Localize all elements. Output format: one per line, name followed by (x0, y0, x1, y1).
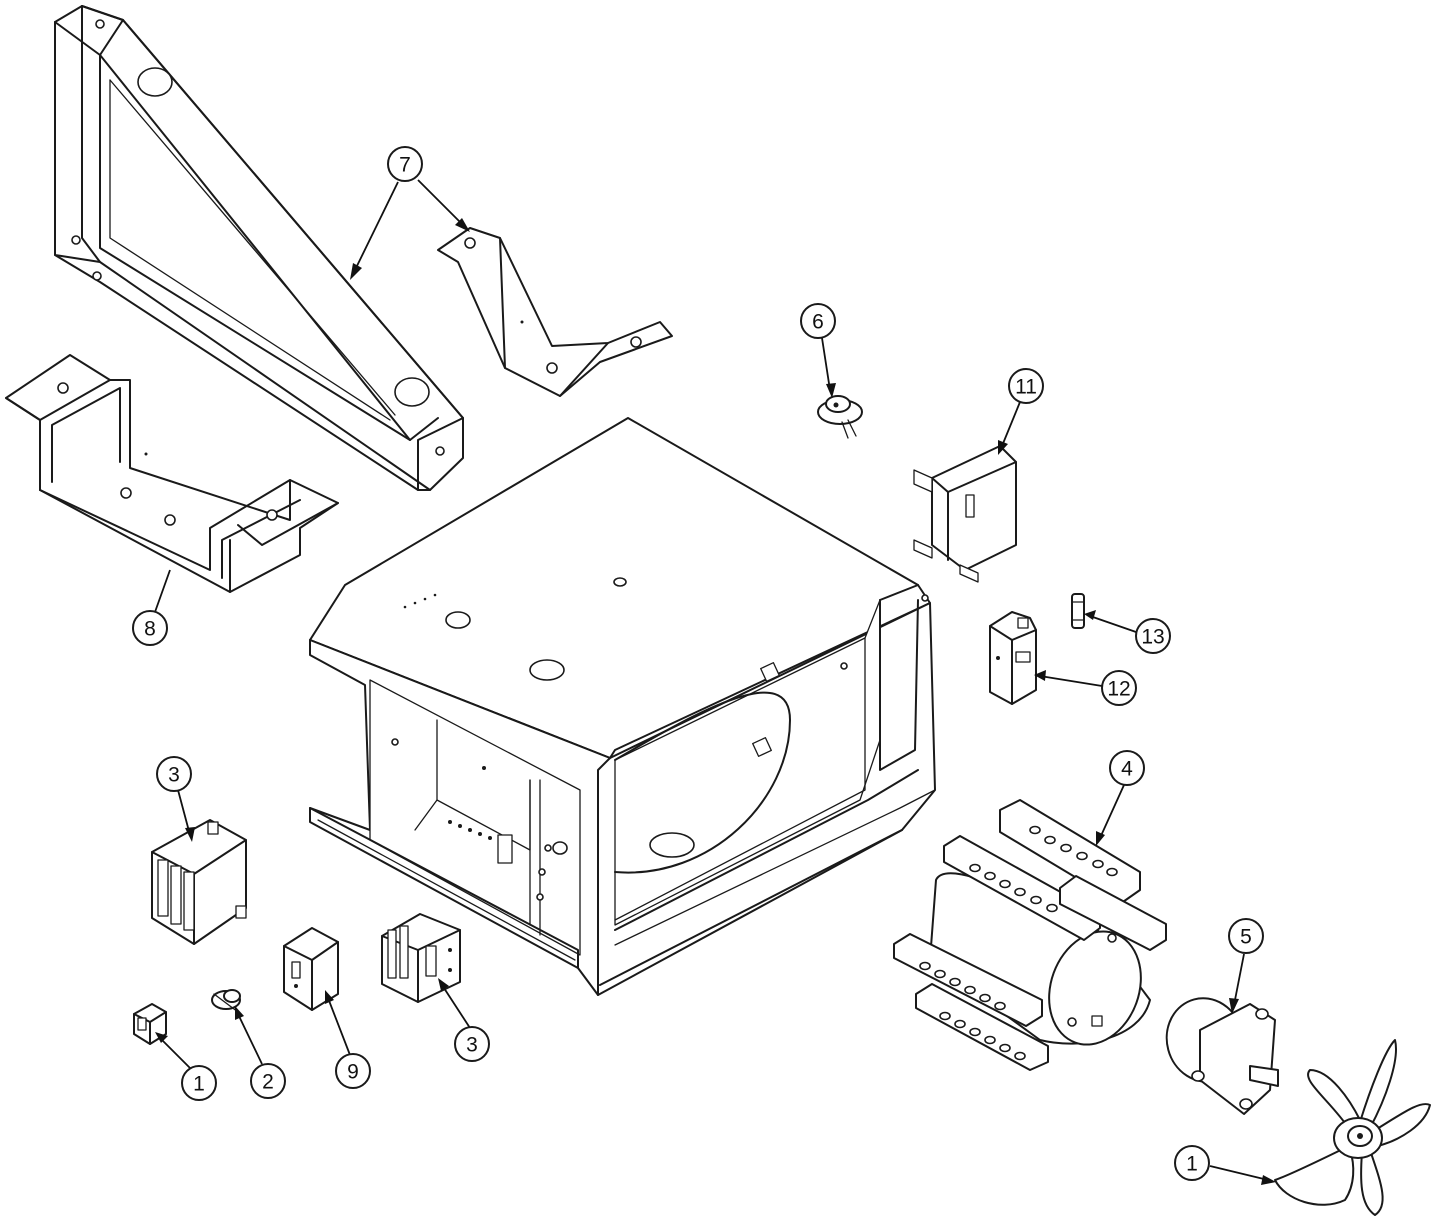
callout-1-fan-label: 1 (1186, 1153, 1198, 1176)
callout-12-label: 12 (1107, 678, 1130, 701)
callout-4: 4 (1109, 750, 1145, 786)
callout-1-switch: 1 (181, 1065, 217, 1101)
heater-cabinet (309, 417, 936, 996)
thermostat-knob-part (211, 989, 241, 1013)
callout-5-label: 5 (1240, 926, 1252, 949)
transformer-part (913, 445, 1017, 583)
callout-3-lower-label: 3 (466, 1034, 478, 1057)
channel-bracket-part (5, 354, 339, 593)
callout-6: 6 (800, 303, 836, 339)
callout-9-label: 9 (347, 1061, 359, 1084)
callout-13: 13 (1135, 618, 1171, 654)
callout-12: 12 (1101, 670, 1137, 706)
callout-7: 7 (387, 146, 423, 182)
callout-2: 2 (250, 1063, 286, 1099)
heating-element-part (893, 799, 1167, 1071)
callout-11-label: 11 (1015, 376, 1037, 399)
leader-lines (154, 179, 1276, 1185)
z-bracket-part (437, 227, 673, 397)
callout-1-switch-label: 1 (193, 1073, 205, 1096)
switch-box-part (283, 927, 339, 1011)
element-fin-holes (919, 825, 1118, 1061)
callout-3-upper: 3 (156, 756, 192, 792)
callout-2-label: 2 (262, 1071, 274, 1094)
fuse-block-part (989, 611, 1037, 705)
fan-motor-part (1165, 997, 1279, 1115)
callout-8: 8 (132, 610, 168, 646)
fan-blade-part (1274, 1039, 1431, 1216)
fuse-part (1071, 593, 1085, 629)
callout-11: 11 (1008, 368, 1044, 404)
contactor-part-center (381, 913, 461, 1003)
callout-13-label: 13 (1141, 626, 1164, 649)
contactor-part-left (151, 819, 247, 945)
callout-3-lower: 3 (454, 1026, 490, 1062)
callout-7-label: 7 (399, 154, 411, 177)
callout-6-label: 6 (812, 311, 824, 334)
callout-8-label: 8 (144, 618, 156, 641)
callout-1-fan: 1 (1174, 1145, 1210, 1181)
wall-bracket-part (54, 5, 464, 491)
callout-5: 5 (1228, 918, 1264, 954)
callout-9: 9 (335, 1053, 371, 1089)
callout-3-upper-label: 3 (168, 764, 180, 787)
limit-switch-part (817, 395, 863, 439)
callout-4-label: 4 (1121, 758, 1133, 781)
